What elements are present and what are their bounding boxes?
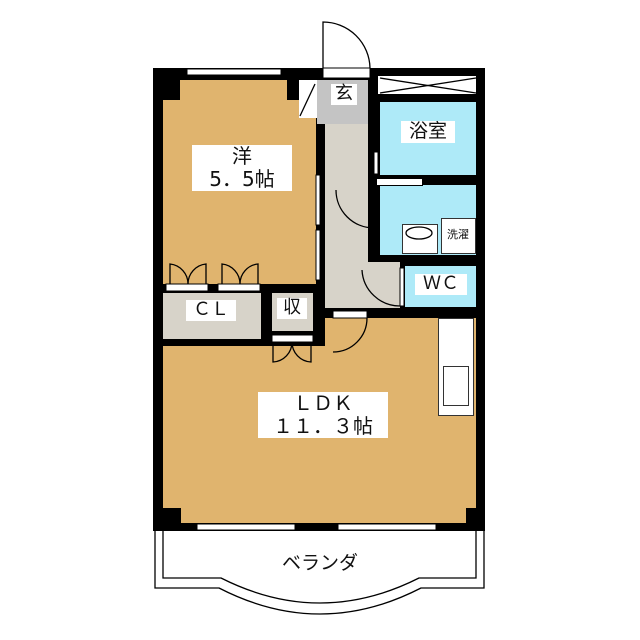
label-washer: 洗濯 [447, 228, 469, 241]
window [186, 68, 282, 76]
closet-door-arc [221, 263, 259, 285]
storage-door-arc [272, 341, 312, 363]
entrance-door-arc [322, 21, 371, 69]
label-wc: ＷＣ [415, 273, 467, 295]
western-size: 5．5帖 [209, 167, 275, 191]
door [315, 229, 321, 281]
washing-machine-area [441, 218, 476, 254]
storage-door [271, 334, 314, 343]
room-western-top [180, 80, 287, 102]
ldk-name: ＬＤＫ [293, 391, 353, 415]
wc-door [399, 267, 405, 307]
ldk-door-arc [332, 317, 368, 353]
door-arc [335, 189, 375, 229]
balcony-outline [154, 531, 485, 615]
closet-door [217, 283, 261, 292]
label-closet: ＣＬ [186, 299, 236, 321]
ldk-size: １１．３帖 [273, 414, 373, 438]
window [337, 523, 437, 531]
hallway-wc-nook [368, 262, 400, 308]
door [315, 174, 321, 226]
label-entrance: 玄 [331, 83, 357, 105]
label-bath: 浴室 [401, 120, 455, 143]
door [373, 151, 379, 175]
label-balcony: ベランダ [281, 552, 358, 574]
entrance-door-frame [322, 67, 371, 79]
washroom-door [376, 178, 423, 186]
column [466, 508, 485, 531]
kitchen-sink [443, 366, 469, 406]
closet-door [165, 283, 209, 292]
balcony-inner [162, 531, 477, 604]
column [153, 508, 181, 531]
room-western [163, 100, 316, 284]
wc-door-arc [361, 269, 401, 307]
label-storage: 収 [277, 297, 307, 319]
western-name: 洋 [232, 144, 252, 168]
closet-door-arc [169, 263, 207, 285]
ldk-door [332, 310, 368, 319]
window [196, 523, 296, 531]
